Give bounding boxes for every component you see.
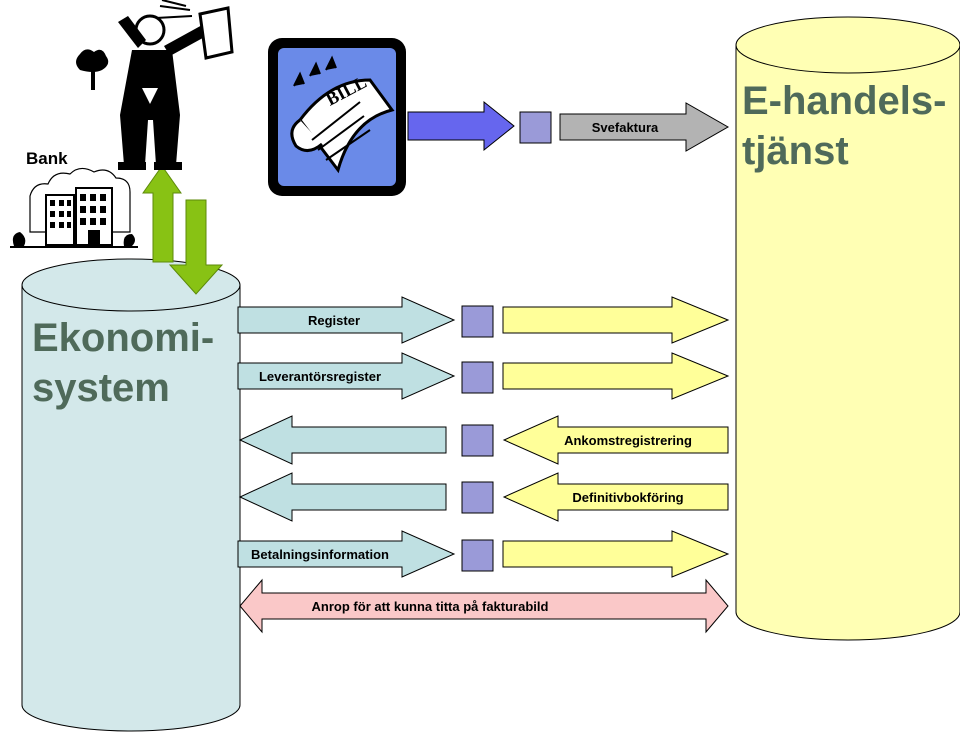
ehandel-cylinder: E-handels- tjänst <box>735 16 960 641</box>
betalningsinformation-connector-box <box>461 539 494 572</box>
svefaktura-label: Svefaktura <box>592 120 659 135</box>
svefaktura-connector-box <box>519 111 552 144</box>
definitivbokforing-label: Definitivbokföring <box>572 490 683 505</box>
betalningsinformation-label: Betalningsinformation <box>251 547 389 562</box>
ekonomi-cylinder: Ekonomi- system <box>21 258 241 732</box>
ekonomi-title-line1: Ekonomi- <box>32 316 214 360</box>
bank-building-icon: Bank <box>10 149 138 248</box>
definitivbokforing-connector-box <box>461 481 494 514</box>
register-label: Register <box>308 313 360 328</box>
ankomstregistrering-label: Ankomstregistrering <box>564 433 692 448</box>
green-down-arrow <box>168 199 224 295</box>
register-row: Register <box>237 296 730 344</box>
leverantorsregister-connector-box <box>461 361 494 394</box>
bill-blue-arrow <box>407 100 515 152</box>
bank-label: Bank <box>26 149 68 168</box>
anrop-double-arrow: Anrop för att kunna titta på fakturabild <box>239 578 729 634</box>
green-up-arrow <box>142 165 182 263</box>
ekonomi-title-line2: system <box>32 366 170 410</box>
ankomstregistrering-row: Ankomstregistrering <box>238 415 729 465</box>
leverantorsregister-label: Leverantörsregister <box>259 369 381 384</box>
ehandel-title-line2: tjänst <box>742 129 849 173</box>
person-reading-paper-icon <box>76 0 234 170</box>
leverantorsregister-row: Leverantörsregister <box>237 352 730 400</box>
betalningsinformation-row: Betalningsinformation <box>237 530 730 578</box>
definitivbokforing-row: Definitivbokföring <box>238 472 729 522</box>
ankomstregistrering-connector-box <box>461 424 494 457</box>
bank-transfer-arrows <box>142 165 224 295</box>
bill-document-icon: BILL <box>268 38 406 196</box>
ehandel-title-line1: E-handels- <box>742 79 946 123</box>
svefaktura-arrow: Svefaktura <box>559 102 730 152</box>
anrop-label: Anrop för att kunna titta på fakturabild <box>312 599 549 614</box>
register-connector-box <box>461 305 494 338</box>
